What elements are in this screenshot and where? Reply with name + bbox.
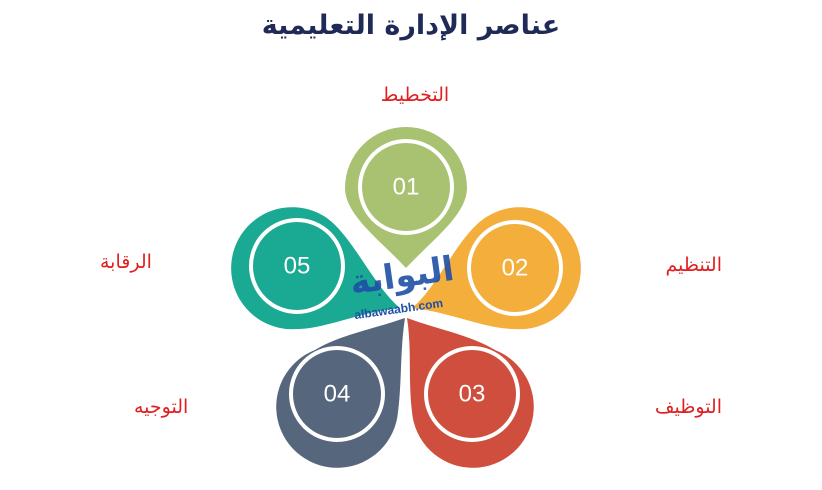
label-organizing: التنظيم [665, 254, 723, 276]
petal-04: 04 [276, 318, 405, 468]
petal-02: 02 [412, 207, 581, 330]
label-planning: التخطيط [380, 84, 450, 106]
petal-05: 05 [231, 207, 400, 330]
petal-03-number: 03 [459, 381, 486, 408]
petal-01-number: 01 [393, 174, 420, 201]
petal-02-ring [467, 220, 563, 316]
petal-01-ring [358, 139, 454, 235]
petal-04-ring [289, 346, 385, 442]
petal-03: 03 [407, 318, 534, 468]
petal-02-number: 02 [502, 255, 529, 282]
label-staffing: التوظيف [654, 396, 722, 418]
label-directing: التوجيه [134, 396, 189, 418]
label-controlling: الرقابة [100, 251, 152, 273]
diagram-title: عناصر الإدارة التعليمية [261, 10, 561, 41]
petal-04-number: 04 [324, 381, 351, 408]
petal-05-ring [249, 218, 345, 314]
petal-01: 01 [345, 127, 467, 268]
petal-03-ring [424, 346, 520, 442]
petal-05-number: 05 [284, 253, 311, 280]
